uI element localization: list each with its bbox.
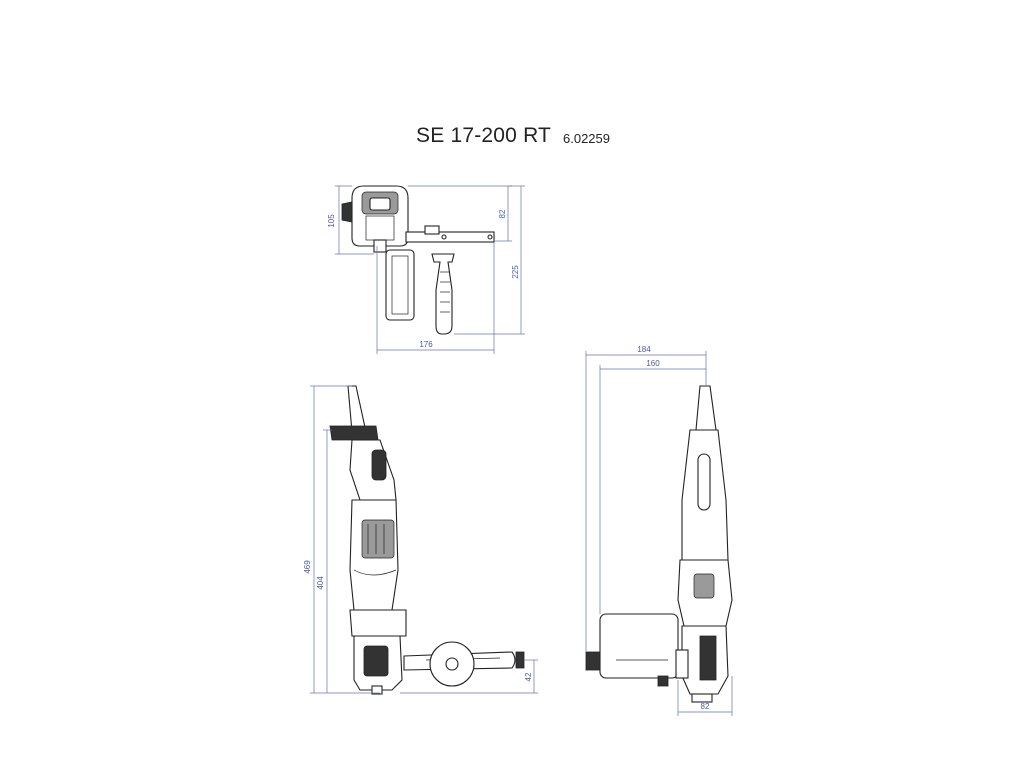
side-view-drawing (329, 385, 525, 695)
dim-160-label: 160 (646, 359, 660, 368)
dim-404-label: 404 (316, 576, 325, 590)
front-view-drawing (585, 385, 733, 703)
dim-82b-label: 82 (701, 702, 710, 711)
dim-469-label: 469 (303, 560, 312, 574)
model-title: SE 17-200 RT (416, 124, 552, 147)
dim-225-label: 225 (511, 265, 520, 279)
side-view-dimensions: 469 404 42 (303, 385, 538, 694)
dim-184-label: 184 (637, 345, 651, 354)
top-view-dimensions: 105 82 225 176 (327, 185, 525, 354)
top-view-drawing (341, 185, 495, 335)
front-view-dimensions: 184 160 82 (585, 345, 733, 716)
dim-105-label: 105 (327, 214, 336, 228)
dim-176-label: 176 (419, 340, 433, 349)
dim-82-label: 82 (498, 209, 507, 218)
dim-42-label: 42 (524, 672, 533, 681)
article-number: 6.02259 (563, 131, 610, 146)
